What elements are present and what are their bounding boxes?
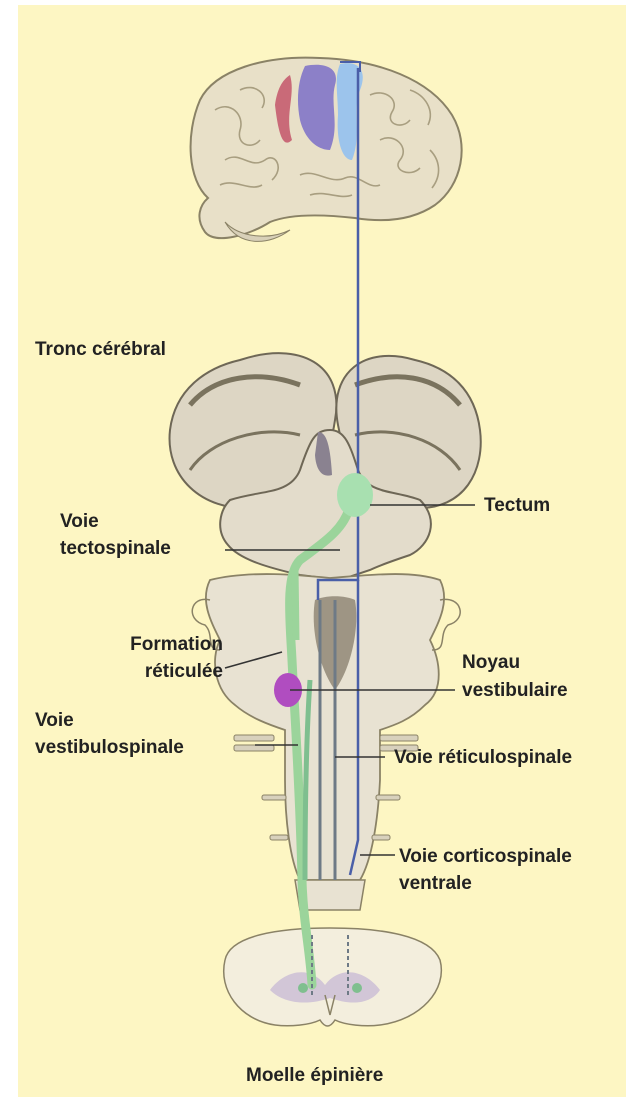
label-tronc-cerebral: Tronc cérébral <box>35 338 166 361</box>
brainstem-illustration <box>170 353 481 910</box>
label-voie-tectospinale-line2: tectospinale <box>60 537 171 560</box>
brain-illustration <box>191 58 462 242</box>
label-tectum: Tectum <box>484 494 550 517</box>
label-formation-reticulee-line2: réticulée <box>145 660 223 683</box>
label-voie-reticulospinale: Voie réticulospinale <box>394 746 572 769</box>
label-noyau-vestibulaire-line1: Noyau <box>462 651 520 674</box>
label-voie-tectospinale-line1: Voie <box>60 510 99 533</box>
label-noyau-vestibulaire-line2: vestibulaire <box>462 679 568 702</box>
label-voie-corticospinale-line2: ventrale <box>399 872 472 895</box>
label-voie-vestibulospinale-line1: Voie <box>35 709 74 732</box>
label-voie-corticospinale-line1: Voie corticospinale <box>399 845 572 868</box>
label-moelle-epiniere: Moelle épinière <box>246 1064 383 1087</box>
label-voie-vestibulospinale-line2: vestibulospinale <box>35 736 184 759</box>
spinal-cord-section <box>224 928 442 1026</box>
label-formation-reticulee-line1: Formation <box>130 633 223 656</box>
